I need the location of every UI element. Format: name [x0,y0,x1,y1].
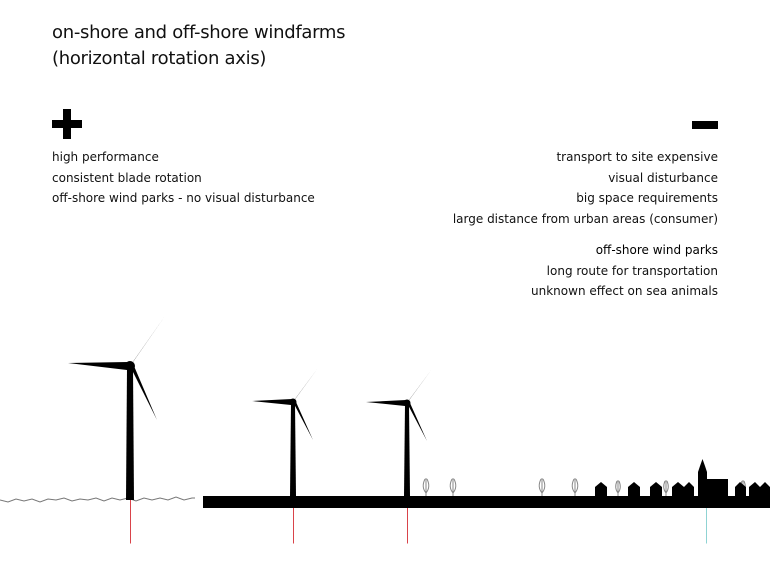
tree [449,478,457,496]
house [650,482,662,496]
house [749,482,770,496]
tree [538,478,546,496]
tree [615,480,621,496]
offshore-turbine [68,316,165,500]
church [698,459,728,496]
house [595,482,607,496]
disadvantage-item: transport to site expensive [556,150,718,164]
plus-icon [52,109,82,139]
minus-icon [692,121,718,129]
disadvantages-list: transport to site expensive visual distu… [453,147,718,229]
advantage-item: off-shore wind parks - no visual disturb… [52,191,315,206]
disadvantage-item: unknown effect on sea animals [531,284,718,299]
disadvantage-item: big space requirements [576,191,718,206]
advantages-list: high performance consistent blade rotati… [52,147,315,209]
tree [422,478,430,496]
disadvantage-item: large distance from urban areas (consume… [452,211,718,226]
tree [663,480,669,496]
advantage-item: consistent blade rotation [52,170,202,185]
sea-surface [0,496,195,503]
disadvantage-item: visual disturbance [608,170,718,185]
offshore-disadvantages-list: off-shore wind parks long route for tran… [531,240,718,302]
town-silhouette [595,459,770,496]
onshore-turbine [252,368,318,496]
disadvantage-item: long route for transportation [546,263,718,278]
trees [422,478,746,496]
house [628,482,640,496]
power-cable [130,500,707,544]
onshore-turbine [366,369,432,496]
diagram-title: on-shore and off-shore windfarms (horizo… [52,22,346,69]
house [735,482,746,496]
house [672,482,684,496]
tree [571,478,579,496]
offshore-heading: off-shore wind parks [595,243,718,257]
advantage-item: high performance [52,150,159,164]
ground [203,496,770,508]
house [684,482,694,496]
